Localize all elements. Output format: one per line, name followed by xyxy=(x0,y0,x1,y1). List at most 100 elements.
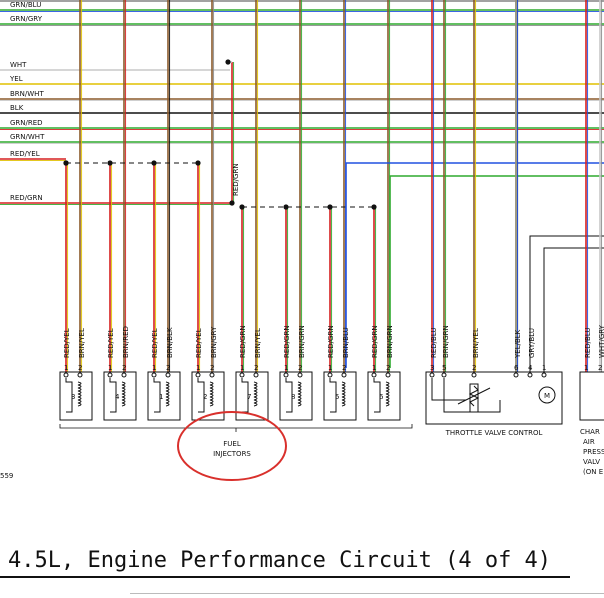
pin-terminal xyxy=(165,372,171,378)
right-component-label-line: PRESS xyxy=(583,448,604,456)
injector-coil xyxy=(165,381,170,407)
injector-6-number: 6 xyxy=(379,393,384,401)
injector-coil xyxy=(297,381,302,407)
pin-terminal xyxy=(283,372,289,378)
pin-number: 1 xyxy=(372,364,376,372)
injector-group-bracket xyxy=(59,424,413,429)
brn-grn-route xyxy=(389,175,604,368)
splice-dot xyxy=(327,204,333,210)
bus-wire-label-1: GRN/GRY xyxy=(10,15,43,23)
injector-6-pin1-label: RED/GRN xyxy=(371,325,379,358)
throttle-pin-label: RED/BLU xyxy=(430,327,438,358)
injector-5-number: 5 xyxy=(335,393,339,401)
injector-8-box xyxy=(279,371,313,421)
pin-terminal xyxy=(527,372,533,378)
splice-dot xyxy=(371,204,377,210)
pin-number: 2 xyxy=(210,364,214,372)
injector-3-number: 3 xyxy=(71,393,75,401)
right-pin-label: RED/BLU xyxy=(584,327,592,358)
throttle-pin-label: GRY/BLU xyxy=(528,328,536,358)
injector-5-pin2-label: BRN/BLU xyxy=(342,327,350,358)
injector-4-number: 4 xyxy=(115,393,120,401)
throttle-label: THROTTLE VALVE CONTROL xyxy=(445,429,543,437)
pin-terminal xyxy=(385,372,391,378)
pin-terminal xyxy=(429,372,435,378)
bus-wire-label-5: BLK xyxy=(10,104,24,112)
pin-number: 1 xyxy=(584,364,588,372)
injector-coil xyxy=(209,381,214,407)
bus-wire-label-2: WHT xyxy=(10,61,27,69)
throttle-pin-label: BRN/YEL xyxy=(472,328,480,358)
bus-wire-label-4: BRN/WHT xyxy=(10,90,44,98)
injector-2-pin2-label: BRN/GRY xyxy=(210,326,218,358)
injector-coil xyxy=(121,381,126,407)
injector-4-box xyxy=(103,371,137,421)
right-pin-label: WHT/GRY xyxy=(598,324,604,358)
pin-number: 1 xyxy=(152,364,156,372)
pin-terminal xyxy=(541,372,547,378)
right-component-label-line: VALV xyxy=(583,458,600,466)
pin-terminal xyxy=(441,372,447,378)
bus-wire-label-7: GRN/WHT xyxy=(10,133,45,141)
red-grn-riser-label: RED/GRN xyxy=(232,163,240,196)
injector-2-pin1-label: RED/YEL xyxy=(195,328,203,358)
highlight-circle xyxy=(177,411,287,481)
injector-5-pin1-label: RED/GRN xyxy=(327,325,335,358)
right-component-box xyxy=(579,371,604,421)
injector-internal-lead xyxy=(285,378,293,413)
splice-dot xyxy=(225,59,231,65)
pin-number: 2 xyxy=(78,364,82,372)
diagram-caption: 4.5L, Engine Performance Circuit (4 of 4… xyxy=(8,548,552,573)
injector-4-pin2-label: BRN/RED xyxy=(122,326,130,358)
splice-dot xyxy=(239,204,245,210)
pin-number: 2 xyxy=(472,364,476,372)
injector-1-number: 1 xyxy=(159,393,163,401)
right-component-label-line: CHAR xyxy=(580,428,600,436)
pin-number: 1 xyxy=(64,364,68,372)
throttle-pin-label: YEL/BLK xyxy=(514,329,522,359)
injector-internal-lead xyxy=(153,378,161,413)
pin-number: 1 xyxy=(240,364,244,372)
injector-7-pin2-label: BRN/YEL xyxy=(254,328,262,358)
page-bottom-rule xyxy=(130,593,604,594)
injector-1-box xyxy=(147,371,181,421)
pin-terminal xyxy=(195,372,201,378)
page-code: 559 xyxy=(0,472,13,480)
pin-terminal xyxy=(209,372,215,378)
injector-7-number: 7 xyxy=(247,393,251,401)
pin-number: 5 xyxy=(442,364,446,372)
injector-8-pin2-label: BRN/GRN xyxy=(298,325,306,358)
pin-number: 2 xyxy=(342,364,346,372)
pin-number: 2 xyxy=(254,364,258,372)
injector-1-pin2-label: BRN/BLK xyxy=(166,327,174,358)
injector-3-pin1-label: RED/YEL xyxy=(63,328,71,358)
injector-internal-lead xyxy=(197,378,205,413)
pin-terminal xyxy=(341,372,347,378)
injector-5-box xyxy=(323,371,357,421)
injector-4-pin1-label: RED/YEL xyxy=(107,328,115,358)
injector-internal-lead xyxy=(373,378,381,413)
injector-7-pin1-label: RED/GRN xyxy=(239,325,247,358)
splice-dot xyxy=(229,200,235,206)
injector-6-pin2-label: BRN/GRN xyxy=(386,325,394,358)
pin-terminal xyxy=(371,372,377,378)
pin-number: 2 xyxy=(122,364,126,372)
injector-coil xyxy=(253,381,258,407)
pin-number: 6 xyxy=(514,364,519,372)
throttle-box xyxy=(425,371,563,425)
injector-3-box xyxy=(59,371,93,421)
bus-wire-label-9: RED/GRN xyxy=(10,194,43,202)
pin-terminal xyxy=(471,372,477,378)
pin-number: 1 xyxy=(108,364,112,372)
bus-wire-label-3: YEL xyxy=(9,75,23,83)
injector-1-pin1-label: RED/YEL xyxy=(151,328,159,358)
pin-terminal xyxy=(121,372,127,378)
bus-wire-label-0: GRN/BLU xyxy=(10,1,41,9)
injector-internal-lead xyxy=(241,378,249,413)
splice-dot xyxy=(283,204,289,210)
bus-wire-label-6: GRN/RED xyxy=(10,119,43,127)
pin-number: 2 xyxy=(386,364,390,372)
injector-2-number: 2 xyxy=(203,393,207,401)
injector-internal-lead xyxy=(329,378,337,413)
bus-wire-label-8: RED/YEL xyxy=(10,150,40,158)
